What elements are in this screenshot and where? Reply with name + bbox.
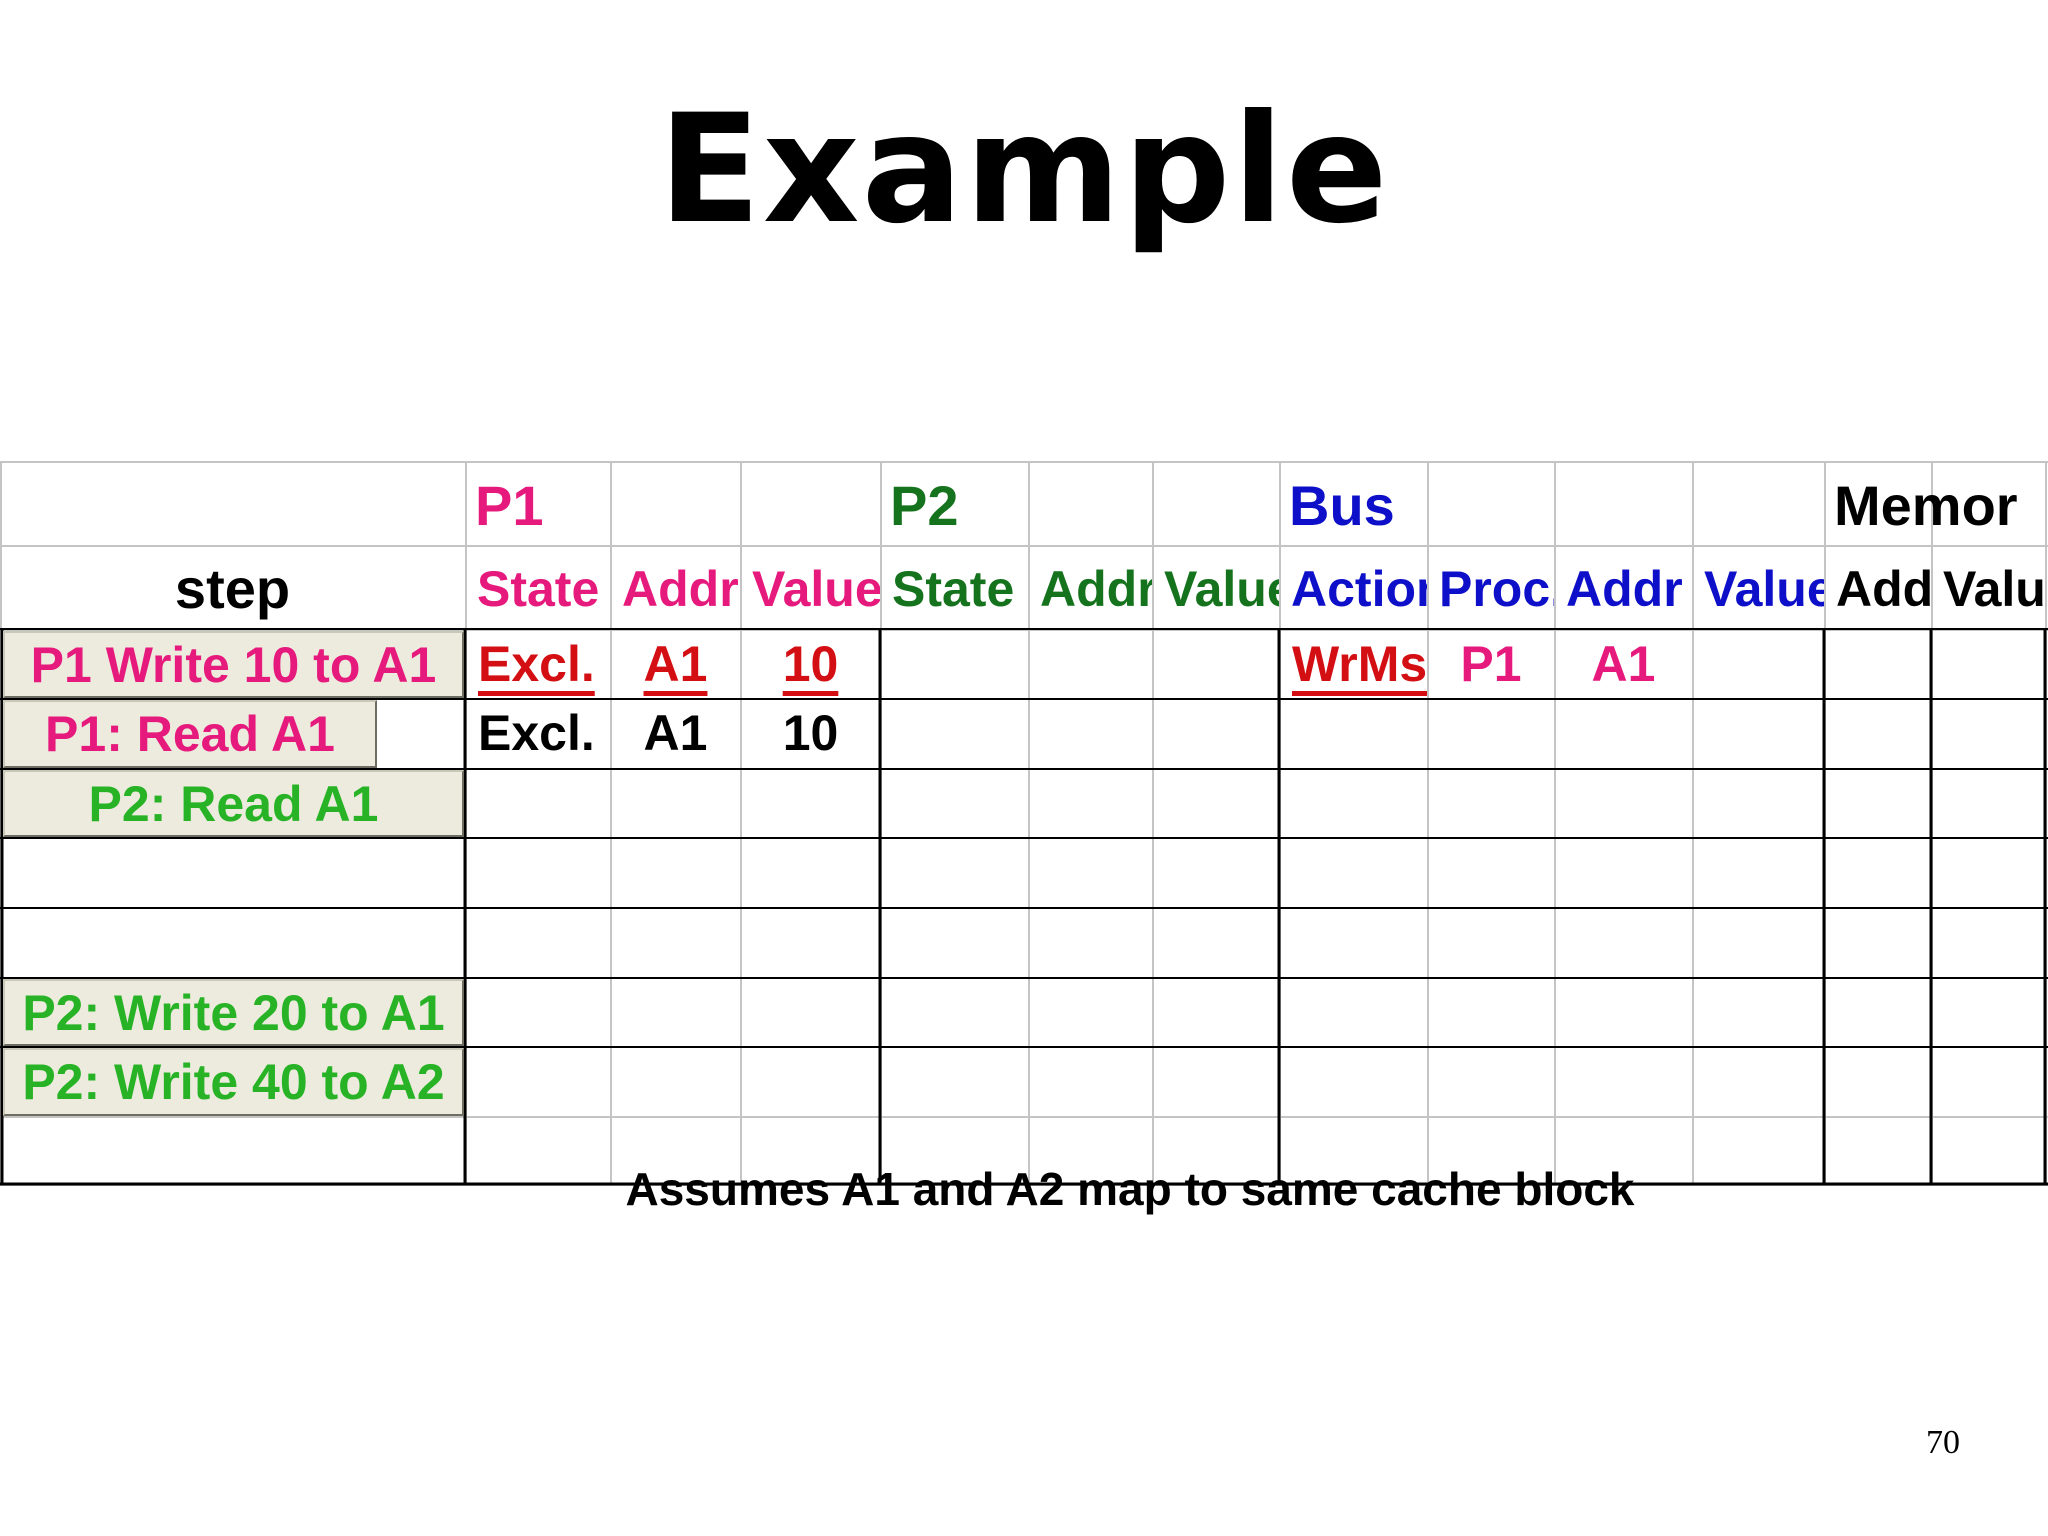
column-header-state: State bbox=[892, 561, 1015, 617]
step-button[interactable]: P1 Write 10 to A1 bbox=[3, 631, 464, 698]
table-cell: 10 bbox=[782, 635, 839, 692]
step-button[interactable]: P2: Write 20 to A1 bbox=[3, 979, 464, 1046]
column-header-value: Value bbox=[1943, 561, 2045, 617]
table-cell: P1 bbox=[1460, 635, 1522, 692]
step-header: step bbox=[174, 557, 291, 620]
step-button[interactable]: P2: Read A1 bbox=[3, 770, 464, 837]
step-button[interactable]: P2: Write 40 to A2 bbox=[3, 1048, 464, 1116]
group-header-bus: Bus bbox=[1289, 474, 1395, 537]
column-header-addr: Addr bbox=[1040, 561, 1152, 617]
column-header-state: State bbox=[477, 561, 600, 617]
column-header-addr: Addr bbox=[622, 561, 739, 617]
page-number: 70 bbox=[1926, 1424, 1960, 1461]
table-cell: Excl. bbox=[478, 705, 595, 761]
table-cell: A1 bbox=[643, 635, 708, 692]
column-header-proc: Proc. bbox=[1439, 561, 1554, 617]
group-header-p1: P1 bbox=[475, 474, 544, 537]
table-cell: A1 bbox=[1591, 635, 1656, 692]
table-cell: WrMs bbox=[1292, 635, 1427, 692]
table-cell: Excl. bbox=[478, 635, 595, 692]
group-header-memor: Memor bbox=[1834, 474, 2018, 537]
column-header-addr: Addr bbox=[1566, 561, 1683, 617]
table-cell: 10 bbox=[782, 705, 839, 761]
column-header-value: Value bbox=[752, 561, 880, 617]
footnote: Assumes A1 and A2 map to same cache bloc… bbox=[625, 1163, 1635, 1215]
column-header-value: Value bbox=[1704, 561, 1824, 617]
step-button[interactable]: P1: Read A1 bbox=[3, 700, 377, 768]
group-header-p2: P2 bbox=[890, 474, 959, 537]
column-header-addr: Addr bbox=[1836, 561, 1931, 617]
column-header-action: Action bbox=[1291, 561, 1427, 617]
column-header-value: Value bbox=[1164, 561, 1279, 617]
table-grid-lines bbox=[0, 461, 2048, 1186]
slide-title: Example bbox=[658, 83, 1390, 257]
table-cell: A1 bbox=[643, 705, 708, 761]
